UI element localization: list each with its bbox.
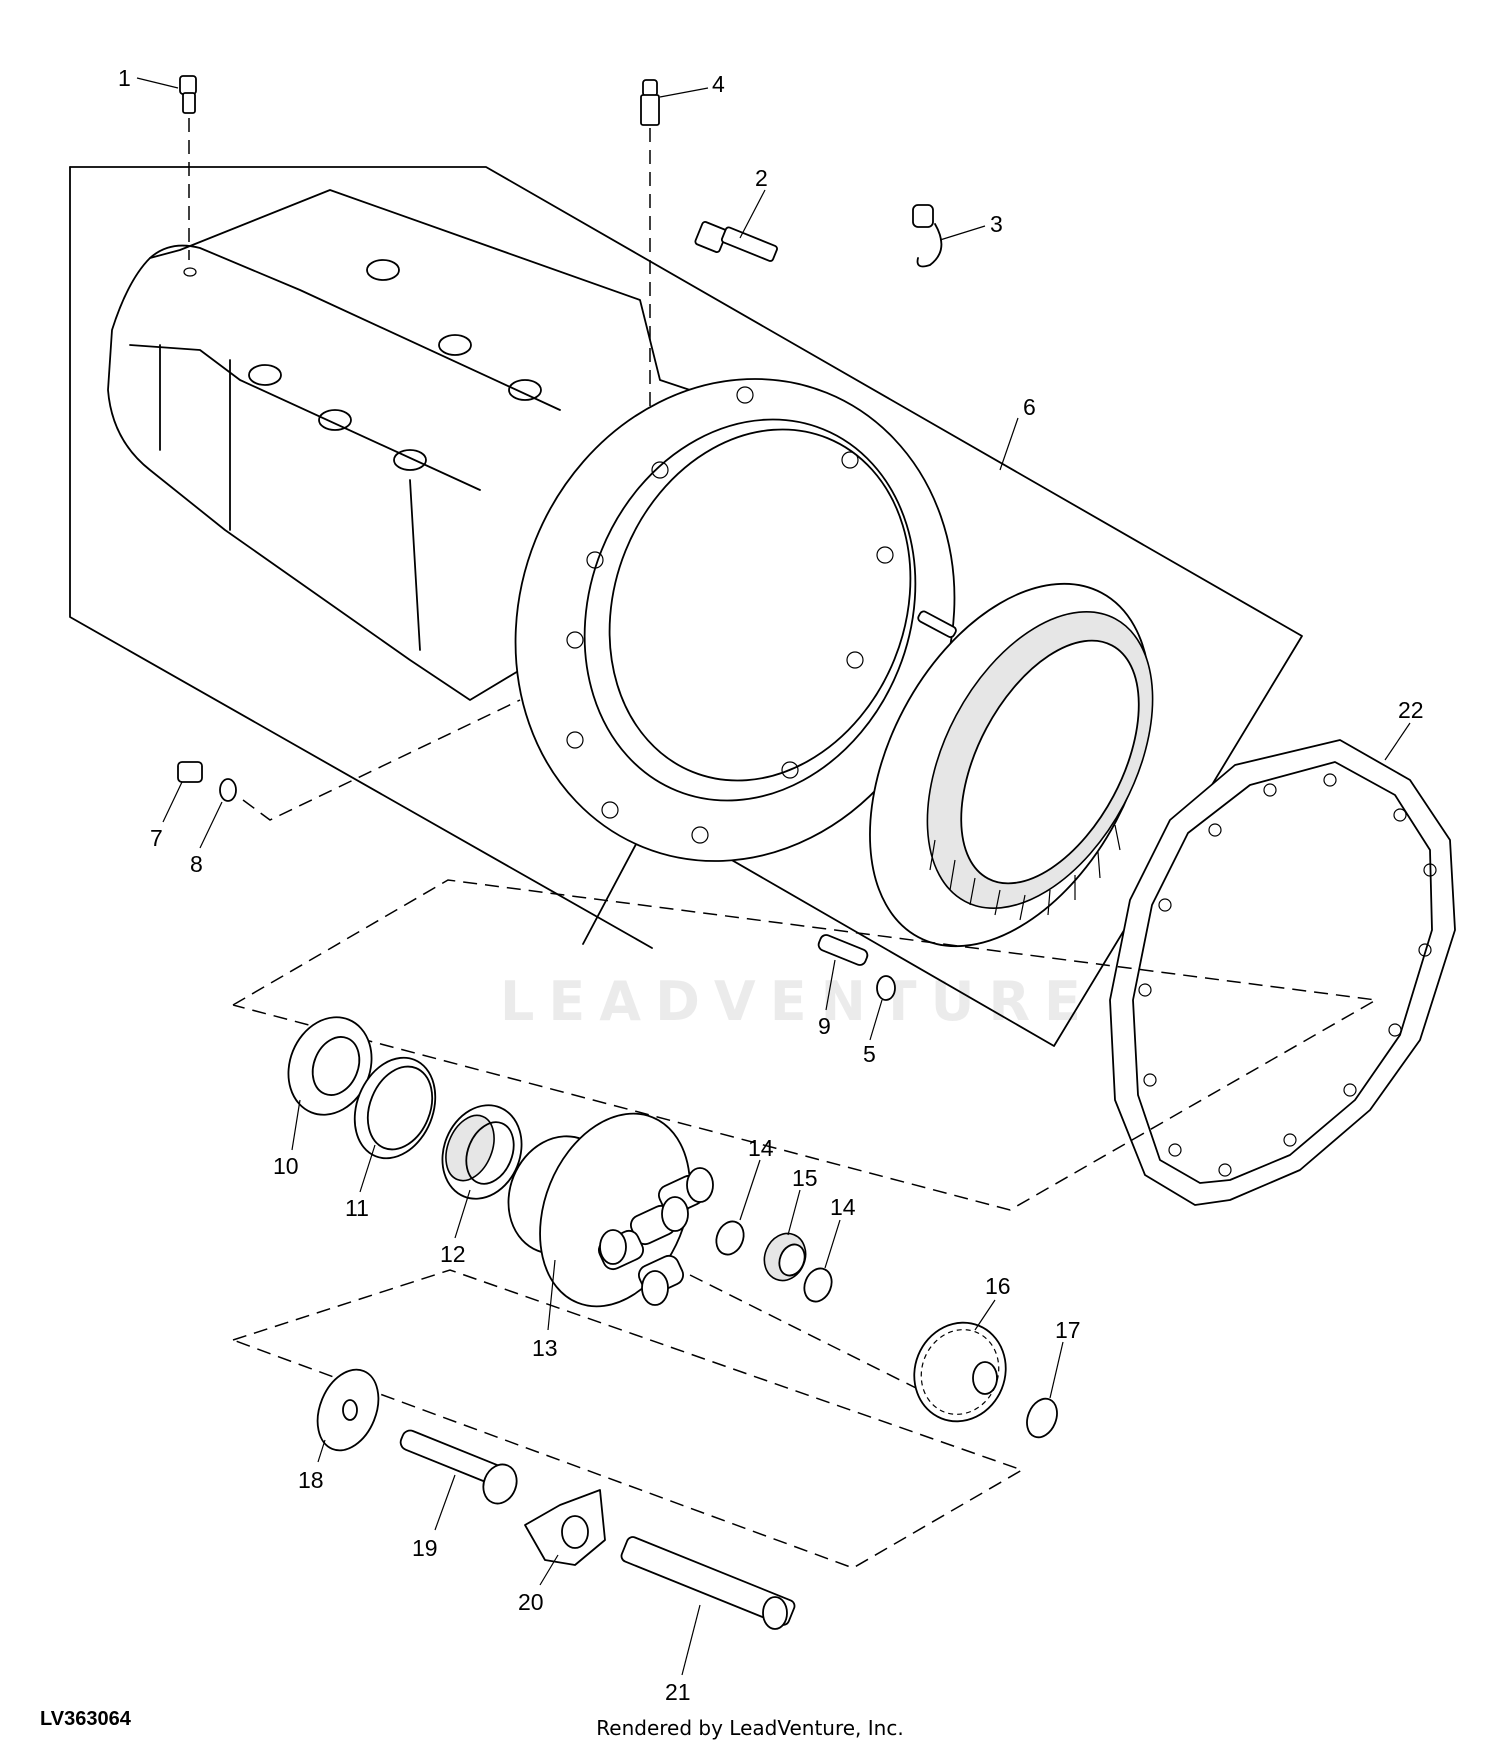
callout-10: 10 xyxy=(273,1153,299,1179)
plug-3 xyxy=(912,204,943,268)
callout-7: 7 xyxy=(150,825,163,851)
callout-14-left: 14 xyxy=(748,1135,774,1161)
cap-screw-19 xyxy=(399,1429,518,1505)
callout-15: 15 xyxy=(792,1165,818,1191)
washer-14-left xyxy=(715,1220,745,1256)
pin-9 xyxy=(817,934,869,966)
render-credit: Rendered by LeadVenture, Inc. xyxy=(596,1716,904,1740)
callout-16: 16 xyxy=(985,1273,1011,1299)
callout-3: 3 xyxy=(990,211,1003,237)
gasket-22 xyxy=(1109,739,1456,1206)
callout-13: 13 xyxy=(532,1335,558,1361)
callout-8: 8 xyxy=(190,851,203,877)
callout-9: 9 xyxy=(818,1013,831,1039)
ring-gear xyxy=(869,582,1154,948)
grease-fitting-1 xyxy=(179,75,197,260)
plug-7 xyxy=(177,761,203,783)
callout-21: 21 xyxy=(665,1679,691,1705)
planet-carrier-13 xyxy=(507,1112,921,1391)
retainer-plate-20 xyxy=(524,1489,606,1566)
callout-4: 4 xyxy=(712,71,725,97)
needle-bearing-15 xyxy=(763,1232,807,1282)
bearing-cone-12 xyxy=(441,1104,523,1200)
planet-gear-16 xyxy=(913,1321,1007,1423)
washer-14-right xyxy=(803,1267,833,1303)
axle-housing xyxy=(107,189,957,862)
callout-17: 17 xyxy=(1055,1317,1081,1343)
callout-5: 5 xyxy=(863,1041,876,1067)
callout-11: 11 xyxy=(345,1195,369,1221)
grease-fitting-4 xyxy=(640,79,660,410)
snap-ring-17 xyxy=(1026,1397,1058,1439)
callout-18: 18 xyxy=(298,1467,324,1493)
figure-id: LV363064 xyxy=(40,1708,131,1730)
o-ring-8 xyxy=(219,699,521,821)
callout-22: 22 xyxy=(1398,697,1424,723)
callout-6: 6 xyxy=(1023,394,1036,420)
leader-lines xyxy=(136,77,1411,1676)
callout-labels: 1 2 3 4 5 6 7 8 9 10 11 12 13 14 14 15 1… xyxy=(118,65,1424,1705)
bolt-2 xyxy=(694,221,778,262)
bearing-cup-11 xyxy=(353,1056,437,1160)
callout-19: 19 xyxy=(412,1535,438,1561)
ring-5 xyxy=(876,975,896,1001)
axle-shaft-21 xyxy=(620,1536,796,1630)
callout-2: 2 xyxy=(755,165,768,191)
carrier-group-bracket xyxy=(232,879,1379,1211)
callout-20: 20 xyxy=(518,1589,544,1615)
callout-12: 12 xyxy=(440,1241,466,1267)
callout-1: 1 xyxy=(118,65,131,91)
callout-14-right: 14 xyxy=(830,1194,856,1220)
watermark: LEADVENTURE xyxy=(500,970,1095,1033)
thrust-washer-18 xyxy=(316,1368,380,1452)
